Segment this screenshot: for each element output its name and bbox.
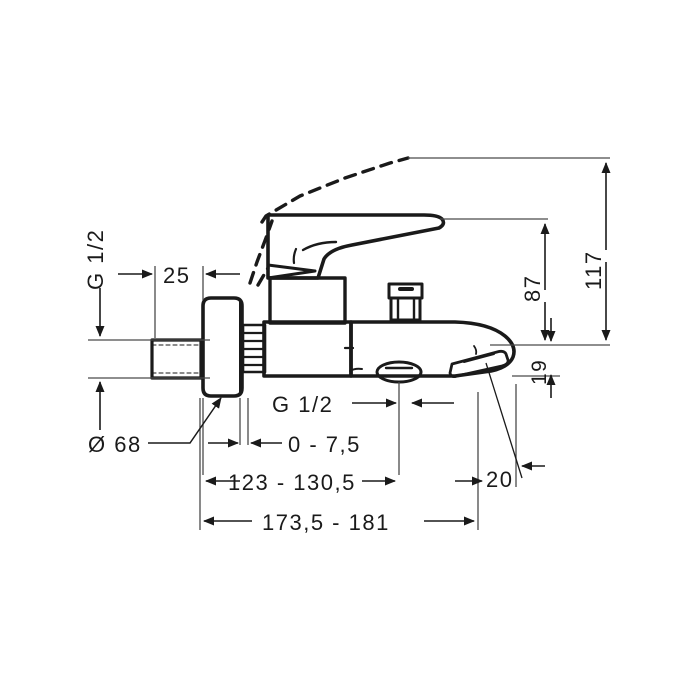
label-87: 87: [520, 275, 545, 302]
lever-handle: [266, 213, 446, 280]
spout-body: [343, 320, 516, 378]
lever-handle-open-position: [248, 156, 410, 287]
label-0-75: 0 - 7,5: [288, 432, 361, 457]
dim-diameter-68: Ø 68: [88, 397, 222, 457]
dimension-network: [88, 157, 610, 530]
dim-117: 117: [581, 162, 611, 341]
threaded-connector-nut: [241, 323, 267, 374]
wall-escutcheon: [201, 296, 244, 398]
label-20: 20: [486, 467, 513, 492]
label-123-1305: 123 - 130,5: [228, 470, 356, 495]
label-117: 117: [581, 250, 606, 290]
dim-g-half-center: G 1/2: [272, 392, 454, 417]
label-19: 19: [528, 359, 551, 385]
label-g-half-center: G 1/2: [272, 392, 333, 417]
dim-1735-181: 173,5 - 181: [203, 510, 475, 535]
dim-123-1305: 123 - 130,5: [205, 470, 396, 495]
dim-25: 25: [118, 263, 240, 288]
label-1735-181: 173,5 - 181: [262, 510, 390, 535]
product-geometry: [150, 156, 516, 398]
label-diameter-68: Ø 68: [88, 432, 142, 457]
label-g-half-left: G 1/2: [83, 229, 108, 290]
dim-87: 87: [520, 223, 550, 341]
dim-19: 19: [528, 318, 556, 398]
dim-20: 20: [455, 362, 545, 492]
diverter-knob: [387, 282, 424, 324]
aerator-insert: [448, 345, 510, 378]
dim-g-half-left: G 1/2: [83, 229, 108, 430]
dim-0-75: 0 - 7,5: [208, 432, 361, 457]
label-25: 25: [163, 263, 190, 288]
